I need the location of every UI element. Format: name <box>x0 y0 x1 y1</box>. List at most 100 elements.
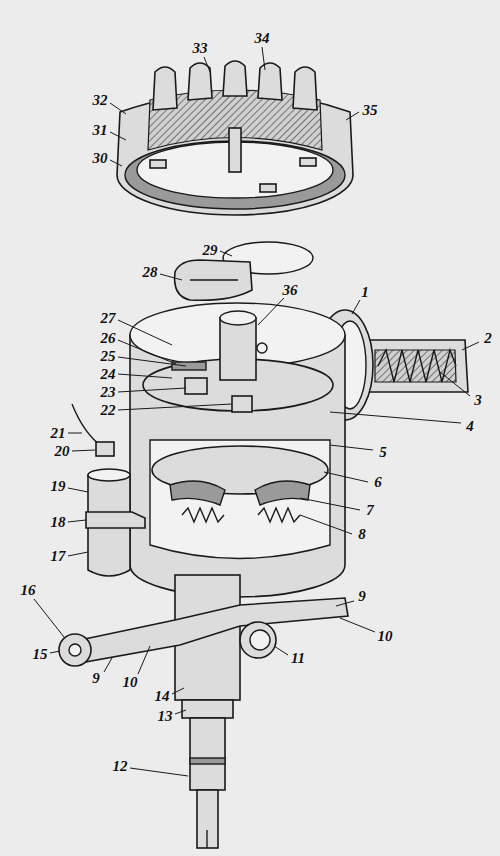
base <box>59 575 348 848</box>
leader-line <box>204 57 210 72</box>
leader-line <box>300 498 360 510</box>
leader-line <box>110 160 122 166</box>
distributor-cap <box>117 61 353 215</box>
leader-line <box>336 601 354 606</box>
advance-weight <box>170 481 225 505</box>
callout-number: 10 <box>377 628 394 644</box>
leader-line <box>262 47 265 70</box>
vacuum-tube-cutaway <box>375 350 456 382</box>
callout-number: 5 <box>378 444 388 460</box>
callout-number: 15 <box>32 646 49 662</box>
leader-line <box>324 472 368 482</box>
housing <box>130 303 345 597</box>
lever-clip <box>232 396 252 412</box>
callout-number: 31 <box>92 122 109 138</box>
callout-number: 11 <box>290 650 306 666</box>
leader-line <box>110 132 126 140</box>
callout-number: 19 <box>50 478 67 494</box>
leader-line <box>340 618 375 632</box>
rotor-slot <box>190 279 238 280</box>
leader-line <box>118 374 172 378</box>
leader-line <box>68 488 88 492</box>
callout-number: 12 <box>112 758 129 774</box>
leader-line <box>34 599 64 637</box>
callout-number: 21 <box>50 425 67 441</box>
cap-electrode <box>150 160 166 168</box>
leader-lines <box>34 47 479 776</box>
cap-electrode <box>260 184 276 192</box>
leader-line <box>118 404 232 410</box>
callout-number: 4 <box>465 418 475 434</box>
capacitor-top <box>88 469 130 481</box>
shaft-collar <box>182 700 233 718</box>
leader-line <box>104 658 112 672</box>
leader-line <box>68 520 86 522</box>
leader-line <box>130 768 188 776</box>
callout-number: 27 <box>100 310 117 326</box>
leader-line <box>258 298 284 325</box>
contact-arm <box>172 362 206 370</box>
cap-tower <box>153 67 177 110</box>
leader-line <box>118 388 186 392</box>
cap-electrode <box>300 158 316 166</box>
callout-number: 26 <box>100 330 117 346</box>
callout-number: 3 <box>473 392 483 408</box>
cam <box>220 318 256 380</box>
weight-spring <box>258 508 300 522</box>
shaft <box>190 718 225 790</box>
leader-line <box>172 688 184 694</box>
callout-number: 17 <box>50 548 67 564</box>
callout-number: 23 <box>100 384 117 400</box>
cap-tower <box>258 63 282 100</box>
housing-cutaway <box>150 440 330 559</box>
rotor <box>175 242 313 300</box>
callout-number: 10 <box>122 674 139 690</box>
leader-line <box>72 450 95 451</box>
leader-line <box>274 646 288 655</box>
callout-number: 32 <box>92 92 109 108</box>
cam-top <box>220 311 256 325</box>
callout-number: 20 <box>54 443 71 459</box>
tongue-slot <box>206 830 207 848</box>
callout-number: 9 <box>91 670 101 686</box>
callout-number: 6 <box>373 474 383 490</box>
callout-number: 28 <box>142 264 159 280</box>
center-carbon-contact <box>229 128 241 172</box>
leader-line <box>160 274 182 280</box>
leader-line <box>50 651 60 653</box>
leader-line <box>138 646 150 674</box>
callout-number: 30 <box>92 150 109 166</box>
advance-weight <box>255 481 310 505</box>
callout-number: 22 <box>100 402 117 418</box>
octane-plate <box>80 598 348 662</box>
callout-number: 9 <box>357 588 367 604</box>
callout-number: 36 <box>282 282 299 298</box>
callout-number: 2 <box>483 330 493 346</box>
octane-knob <box>59 634 91 666</box>
terminal <box>96 442 114 456</box>
callout-number: 25 <box>100 348 117 364</box>
drive-tongue <box>197 790 218 848</box>
octane-nut <box>240 622 276 658</box>
capacitor-clamp <box>86 512 145 528</box>
callout-number: 34 <box>254 30 271 46</box>
callout-number: 13 <box>157 708 174 724</box>
callout-number: 14 <box>154 688 171 704</box>
octane-nut-face <box>250 630 270 650</box>
leader-line <box>175 710 186 714</box>
leader-line <box>300 515 352 534</box>
leader-line <box>68 433 82 434</box>
cap-tower <box>293 67 317 110</box>
leader-line <box>346 112 359 120</box>
callout-number: 35 <box>362 102 379 118</box>
leader-line <box>330 445 373 450</box>
callout-number: 33 <box>192 40 209 56</box>
leader-line <box>440 372 470 396</box>
callout-number: 29 <box>202 242 219 258</box>
shaft-groove <box>190 758 225 764</box>
rotor-body <box>175 260 252 300</box>
leader-line <box>352 300 360 314</box>
capacitor <box>72 404 145 576</box>
